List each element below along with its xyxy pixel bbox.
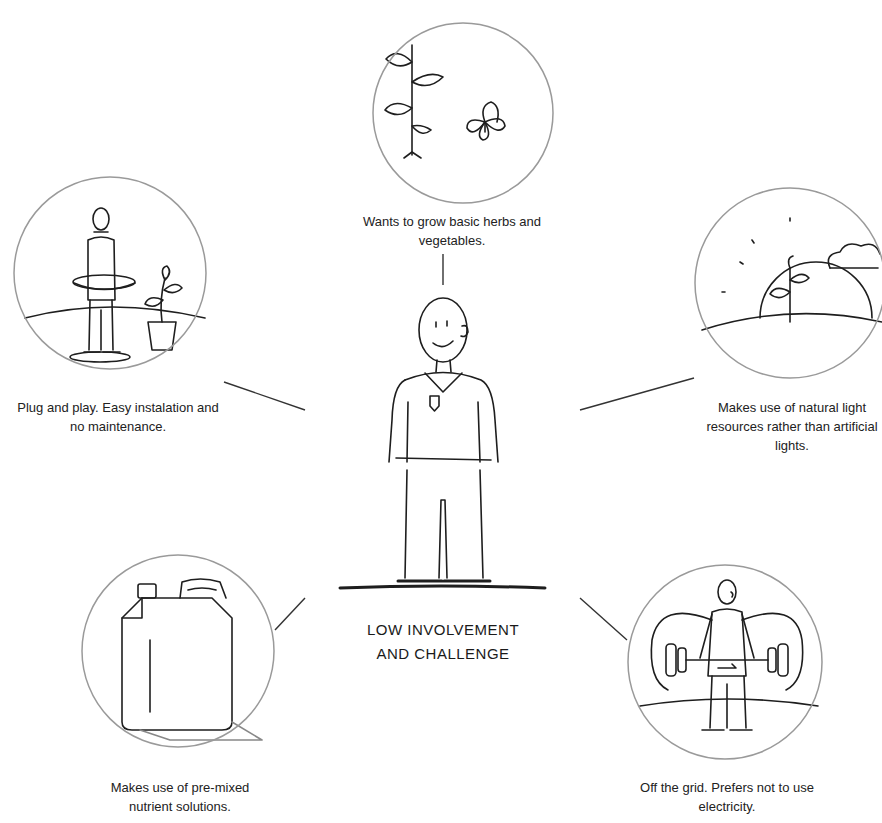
circle-outline <box>628 565 822 759</box>
connector-line <box>442 254 443 285</box>
central-person-figure-stroke <box>396 458 491 460</box>
person-with-dumbbells-sketch-stroke <box>778 644 788 676</box>
circle-outline <box>373 23 553 203</box>
central-person-figure-stroke <box>436 321 447 327</box>
sun-and-sprout-sketch-stroke <box>789 268 791 322</box>
sun-and-sprout-sketch-stroke <box>722 218 790 292</box>
sun-and-sprout-sketch-stroke <box>830 267 878 269</box>
person-with-dumbbells-sketch-stroke <box>702 729 752 731</box>
circle-caption: Off the grid. Prefers not to use electri… <box>634 778 820 816</box>
central-person-figure <box>340 298 545 588</box>
circle-caption: Plug and play. Easy instalation and no m… <box>12 398 224 436</box>
plant-sketch-stroke <box>479 122 488 140</box>
person-with-tray-sketch-stroke <box>93 208 109 230</box>
person-with-dumbbells-sketch-stroke <box>651 613 712 690</box>
illustration-circle: Makes use of natural light resources rat… <box>694 187 882 459</box>
person-with-dumbbells-sketch-stroke <box>718 664 736 668</box>
central-person-figure-stroke <box>405 470 483 578</box>
circle-outline <box>694 187 882 459</box>
person-with-tray-sketch-stroke <box>70 352 130 362</box>
person-with-tray-sketch-stroke <box>89 300 113 350</box>
central-person-figure-stroke <box>407 402 480 462</box>
connector-line <box>580 598 627 640</box>
person-with-tray-sketch-stroke <box>145 298 163 307</box>
persona-figure: LOW INVOLVEMENT AND CHALLENGE <box>305 285 580 672</box>
person-with-dumbbells-sketch-stroke <box>718 580 736 604</box>
illustration-circle: Wants to grow basic herbs and vegetables… <box>362 22 554 254</box>
sun-and-sprout-sketch-stroke <box>702 314 882 330</box>
circle-outline <box>695 188 882 378</box>
person-with-dumbbells-sketch <box>640 580 818 730</box>
central-person-figure-stroke <box>433 341 453 347</box>
person-with-tray-sketch-stroke <box>25 307 205 318</box>
plant-sketch-stroke <box>412 74 443 85</box>
central-person-figure-stroke <box>419 298 467 362</box>
sun-and-sprout-sketch <box>702 218 882 330</box>
circle-outline <box>14 177 206 369</box>
person-with-dumbbells-sketch-stroke <box>686 659 768 661</box>
nutrient-jerrycan-sketch-stroke <box>122 598 142 618</box>
sun-and-sprout-sketch-stroke <box>828 244 880 268</box>
circle-caption: Makes use of pre-mixed nutrient solution… <box>90 778 270 816</box>
person-with-dumbbells-sketch-stroke <box>768 648 776 672</box>
circle-caption: Makes use of natural light resources rat… <box>706 398 878 455</box>
central-person-figure-stroke <box>340 586 545 588</box>
central-person-figure-stroke <box>436 360 451 372</box>
nutrient-jerrycan-sketch-stroke <box>188 588 216 590</box>
sun-and-sprout-sketch-stroke <box>789 256 793 268</box>
person-with-tray-sketch <box>25 208 205 362</box>
person-with-tray-sketch-stroke <box>164 284 182 292</box>
central-person-figure-stroke <box>461 326 468 337</box>
central-person-figure-stroke <box>405 373 498 463</box>
nutrient-jerrycan-sketch-stroke <box>122 598 232 730</box>
sun-and-sprout-sketch-stroke <box>790 274 809 282</box>
persona-label: LOW INVOLVEMENT AND CHALLENGE <box>358 618 528 666</box>
person-with-dumbbells-sketch-stroke <box>742 613 803 690</box>
illustration-circle: Makes use of pre-mixed nutrient solution… <box>81 554 275 820</box>
nutrient-jerrycan-sketch-stroke <box>138 584 156 598</box>
person-with-tray-sketch-stroke <box>162 266 169 280</box>
nutrient-jerrycan-sketch-stroke <box>140 722 262 740</box>
circle-outline <box>82 555 274 747</box>
person-with-dumbbells-sketch-stroke <box>640 699 818 706</box>
nutrient-jerrycan-sketch-stroke <box>180 579 226 598</box>
plant-sketch-stroke <box>412 126 431 134</box>
sun-and-sprout-sketch-stroke <box>760 262 872 318</box>
central-person-figure-stroke <box>389 380 405 462</box>
nutrient-jerrycan-sketch <box>122 579 262 740</box>
plant-sketch-stroke <box>484 122 486 132</box>
illustration-circle: Off the grid. Prefers not to use electri… <box>627 564 823 820</box>
person-with-dumbbells-sketch-stroke <box>708 609 746 676</box>
illustration-circle: Plug and play. Easy instalation and no m… <box>12 176 224 440</box>
person-with-tray-sketch-stroke <box>73 275 135 289</box>
circle-caption: Wants to grow basic herbs and vegetables… <box>362 212 542 250</box>
person-with-tray-sketch-stroke <box>74 283 135 290</box>
plant-sketch-stroke <box>385 103 412 114</box>
central-person-figure-stroke <box>430 396 439 411</box>
sun-and-sprout-sketch-stroke <box>770 288 790 297</box>
person-with-dumbbells-sketch-stroke <box>678 648 686 672</box>
person-with-dumbbells-sketch-stroke <box>710 676 746 728</box>
plant-sketch <box>385 45 505 158</box>
person-with-dumbbells-sketch-stroke <box>700 614 754 658</box>
central-person-figure-stroke <box>425 373 462 392</box>
connector-line <box>224 382 305 410</box>
person-with-dumbbells-sketch-stroke <box>666 644 676 676</box>
plant-sketch-stroke <box>404 152 421 158</box>
person-with-dumbbells-sketch-stroke <box>731 592 733 597</box>
central-person-figure-stroke <box>398 580 490 583</box>
connector-line <box>580 378 694 410</box>
connector-line <box>275 598 305 630</box>
nutrient-jerrycan-sketch-stroke <box>149 640 151 712</box>
